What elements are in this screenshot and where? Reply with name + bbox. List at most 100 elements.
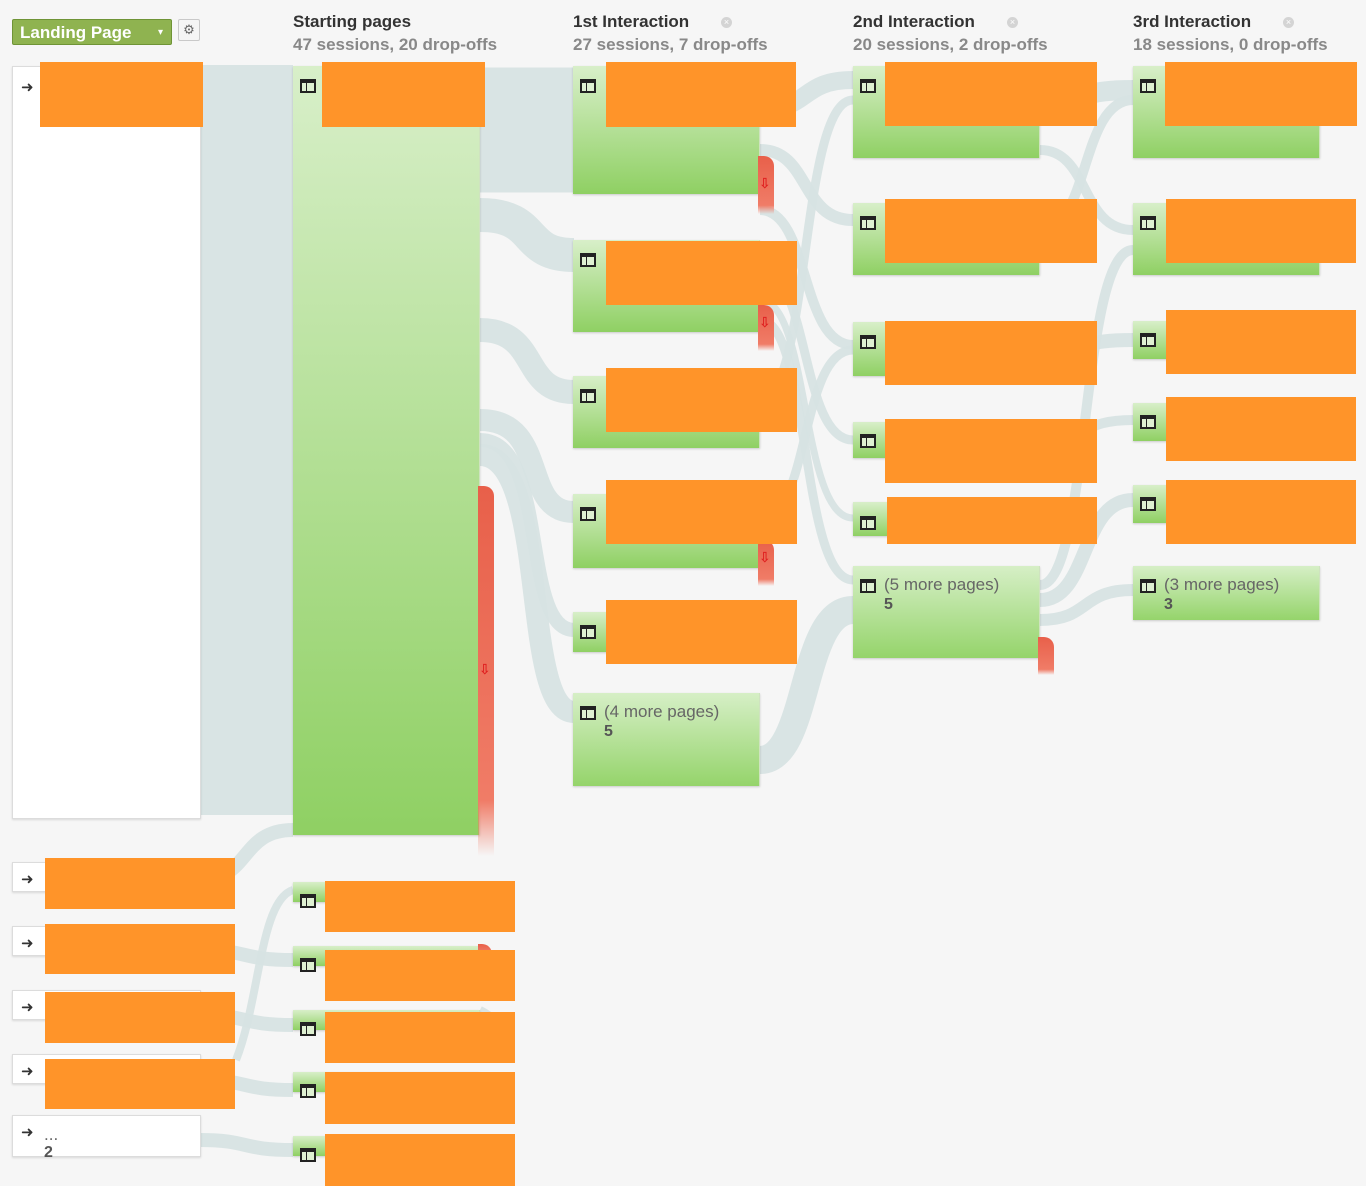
column-header-starting: Starting pages 47 sessions, 20 drop-offs bbox=[293, 11, 497, 57]
gear-icon[interactable]: ⚙ bbox=[178, 19, 200, 41]
redaction-box bbox=[885, 419, 1097, 483]
node-label: (4 more pages) bbox=[604, 702, 720, 721]
starting-page-node[interactable] bbox=[293, 66, 480, 835]
node-label: (5 more pages) bbox=[884, 575, 1000, 594]
dropoff-bar[interactable] bbox=[478, 944, 492, 954]
redaction-box bbox=[325, 950, 515, 1001]
redaction-box bbox=[885, 62, 1097, 126]
node-label: ... bbox=[44, 1125, 59, 1144]
dropoff-arrow-icon: ⇩ bbox=[759, 175, 771, 191]
page-icon bbox=[580, 253, 596, 267]
redaction-box bbox=[606, 62, 796, 127]
redaction-box bbox=[45, 992, 235, 1043]
node-label: (3 more pages) bbox=[1164, 575, 1280, 594]
redaction-box bbox=[1166, 397, 1356, 461]
redaction-box bbox=[606, 241, 797, 305]
page-icon bbox=[1140, 415, 1156, 429]
node-count: 3 bbox=[1164, 596, 1173, 613]
page-icon bbox=[300, 1148, 316, 1162]
close-icon[interactable]: × bbox=[721, 17, 732, 28]
column-subtitle: 18 sessions, 0 drop-offs bbox=[1133, 35, 1328, 54]
redaction-box bbox=[325, 1072, 515, 1124]
redaction-box bbox=[885, 199, 1097, 263]
column-title: 3rd Interaction bbox=[1133, 12, 1252, 31]
redaction-box bbox=[1166, 310, 1356, 374]
interaction-node-more[interactable]: (3 more pages) 3 bbox=[1133, 566, 1320, 620]
entrance-arrow-icon: ➜ bbox=[21, 935, 34, 952]
page-icon bbox=[580, 79, 596, 93]
source-node-more[interactable]: ➜ ... 2 bbox=[12, 1115, 201, 1161]
page-icon bbox=[300, 894, 316, 908]
node-count: 5 bbox=[884, 596, 893, 613]
redaction-box bbox=[606, 480, 797, 544]
page-icon bbox=[300, 958, 316, 972]
redaction-box bbox=[887, 497, 1097, 544]
entrance-arrow-icon: ➜ bbox=[21, 79, 34, 96]
redaction-box bbox=[1166, 199, 1356, 263]
redaction-box bbox=[322, 62, 485, 127]
entrance-arrow-icon: ➜ bbox=[21, 1063, 34, 1080]
chevron-down-icon: ▾ bbox=[157, 27, 163, 38]
close-icon[interactable]: × bbox=[1007, 17, 1018, 28]
dropoff-bar[interactable]: ⇩ bbox=[478, 486, 494, 856]
page-icon bbox=[1140, 579, 1156, 593]
redaction-box bbox=[325, 1134, 515, 1186]
page-icon bbox=[580, 389, 596, 403]
dropoff-arrow-icon: ⇩ bbox=[759, 314, 771, 330]
page-icon bbox=[300, 1084, 316, 1098]
redaction-box bbox=[606, 600, 797, 664]
entrance-arrow-icon: ➜ bbox=[21, 871, 34, 888]
column-header-3rd: 3rd Interaction 18 sessions, 0 drop-offs bbox=[1133, 11, 1328, 57]
column-title: Starting pages bbox=[293, 12, 412, 31]
column-subtitle: 47 sessions, 20 drop-offs bbox=[293, 35, 498, 54]
redaction-box bbox=[325, 881, 515, 932]
redaction-box bbox=[325, 1012, 515, 1063]
page-icon bbox=[860, 335, 876, 349]
page-icon bbox=[1140, 216, 1156, 230]
dimension-label: Landing Page bbox=[20, 23, 132, 42]
redaction-box bbox=[1165, 62, 1357, 126]
entrance-arrow-icon: ➜ bbox=[21, 1124, 34, 1141]
page-icon bbox=[1140, 79, 1156, 93]
page-icon bbox=[300, 79, 316, 93]
column-header-2nd: 2nd Interaction 20 sessions, 2 drop-offs bbox=[853, 11, 1048, 57]
dropoff-arrow-icon: ⇩ bbox=[759, 549, 771, 565]
column-title: 2nd Interaction bbox=[853, 12, 975, 31]
redaction-box bbox=[45, 1059, 235, 1109]
redaction-box bbox=[606, 368, 797, 432]
page-icon bbox=[580, 507, 596, 521]
column-header-1st: 1st Interaction 27 sessions, 7 drop-offs bbox=[573, 11, 768, 57]
interaction-node-more[interactable]: (4 more pages) 5 bbox=[573, 693, 760, 786]
page-icon bbox=[860, 579, 876, 593]
source-node[interactable]: ➜ bbox=[12, 66, 201, 819]
node-count: 5 bbox=[604, 723, 613, 740]
page-icon bbox=[860, 216, 876, 230]
dropoff-bar[interactable]: ⇩ bbox=[758, 540, 774, 586]
entrance-arrow-icon: ➜ bbox=[21, 999, 34, 1016]
page-icon bbox=[860, 434, 876, 448]
dropoff-bar[interactable]: ⇩ bbox=[758, 305, 774, 351]
column-subtitle: 27 sessions, 7 drop-offs bbox=[573, 35, 768, 54]
page-icon bbox=[860, 79, 876, 93]
interaction-node-more[interactable]: (5 more pages) 5 bbox=[853, 566, 1040, 658]
column-title: 1st Interaction bbox=[573, 12, 690, 31]
redaction-box bbox=[45, 924, 235, 974]
page-icon bbox=[860, 516, 876, 530]
redaction-box bbox=[885, 321, 1097, 385]
dimension-dropdown[interactable]: Landing Page ▾ bbox=[12, 19, 172, 45]
redaction-box bbox=[40, 62, 203, 127]
page-icon bbox=[580, 706, 596, 720]
redaction-box bbox=[45, 858, 235, 909]
page-icon bbox=[580, 625, 596, 639]
node-count: 2 bbox=[44, 1144, 53, 1161]
close-icon[interactable]: × bbox=[1283, 17, 1294, 28]
dropoff-bar[interactable] bbox=[1038, 637, 1054, 675]
redaction-box bbox=[1166, 480, 1356, 544]
page-icon bbox=[1140, 333, 1156, 347]
dropoff-arrow-icon: ⇩ bbox=[479, 661, 491, 677]
page-icon bbox=[1140, 497, 1156, 511]
dropoff-bar[interactable]: ⇩ bbox=[758, 156, 774, 214]
column-subtitle: 20 sessions, 2 drop-offs bbox=[853, 35, 1048, 54]
page-icon bbox=[300, 1022, 316, 1036]
